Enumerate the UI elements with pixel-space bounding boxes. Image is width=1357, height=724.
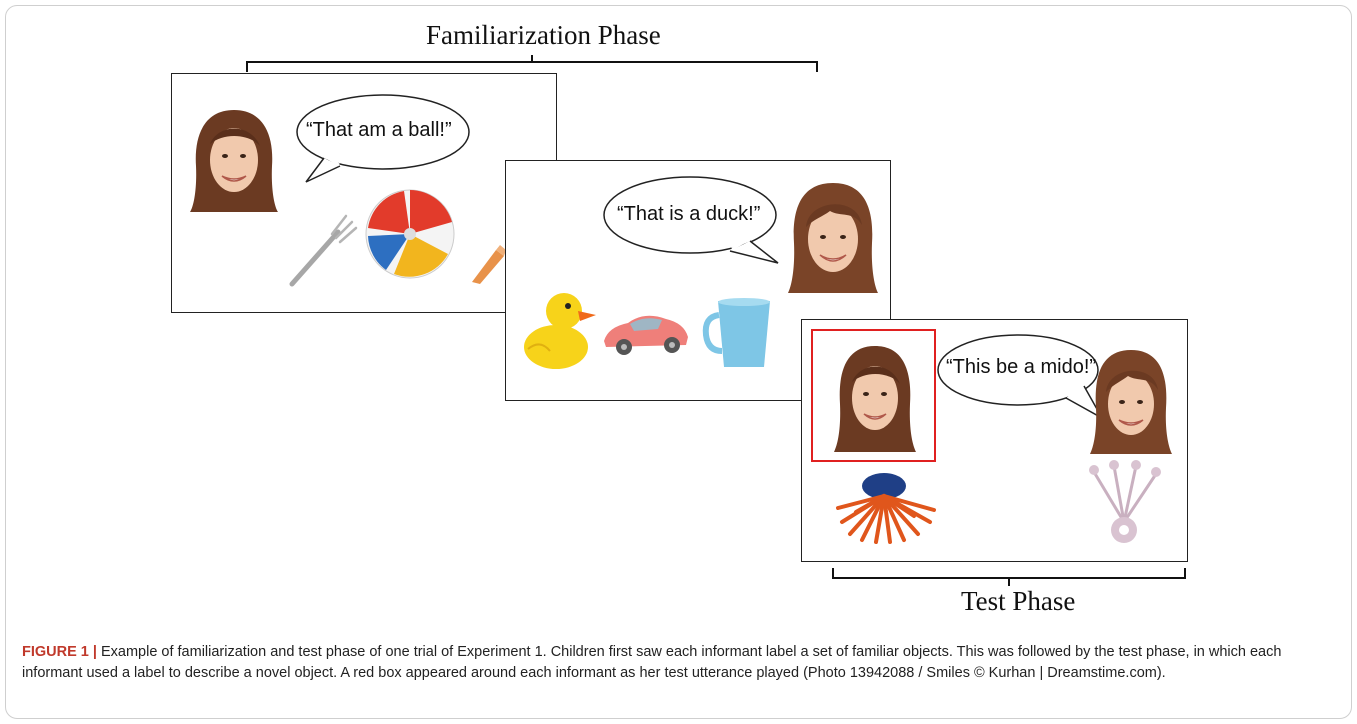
utterance-2: “That is a duck!” bbox=[617, 203, 761, 225]
caption-text: Example of familiarization and test phas… bbox=[22, 644, 1282, 681]
speech-bubble-2 bbox=[603, 176, 779, 264]
utterance-1: “That am a ball!” bbox=[306, 119, 452, 141]
test-brace bbox=[832, 568, 1186, 586]
familiarization-panel-ball: “That am a ball!” bbox=[171, 73, 557, 313]
blue-cup-icon bbox=[702, 298, 770, 367]
novel-object-pink-icon bbox=[1089, 460, 1161, 543]
novel-object-orange-icon bbox=[836, 473, 936, 544]
familiarization-panel-duck: “That is a duck!” bbox=[505, 160, 891, 401]
speech-bubble-1 bbox=[296, 94, 470, 183]
test-panel-mido: “This be a mido!” bbox=[801, 319, 1188, 562]
speech-bubble-3 bbox=[937, 334, 1104, 420]
fork-icon bbox=[289, 214, 358, 287]
informant-face-2 bbox=[788, 183, 878, 293]
utterance-3: “This be a mido!” bbox=[946, 356, 1097, 378]
rubber-duck-icon bbox=[524, 293, 596, 369]
figure-label: FIGURE 1 | bbox=[22, 644, 97, 660]
familiarization-brace bbox=[246, 55, 818, 72]
toy-car-icon bbox=[604, 315, 688, 355]
informant-face-3 bbox=[834, 346, 916, 452]
beach-ball-icon bbox=[365, 189, 455, 279]
test-phase-label: Test Phase bbox=[961, 586, 1076, 616]
highlight-box bbox=[811, 329, 936, 462]
figure-caption: FIGURE 1 |Example of familiarization and… bbox=[22, 642, 1332, 684]
crayon-icon bbox=[472, 245, 506, 284]
informant-face-1 bbox=[190, 110, 278, 212]
informant-face-4 bbox=[1090, 350, 1172, 454]
familiarization-phase-label: Familiarization Phase bbox=[426, 20, 661, 50]
